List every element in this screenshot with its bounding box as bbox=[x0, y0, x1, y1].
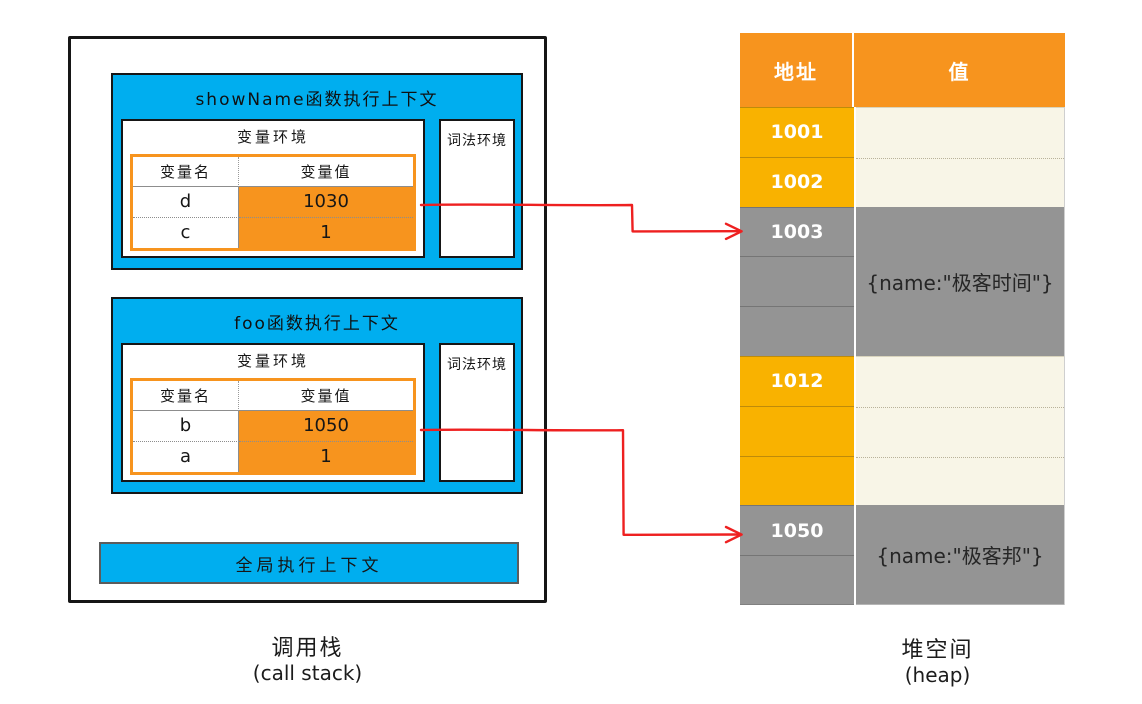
heap-value-empty-block bbox=[856, 107, 1064, 207]
variable-name-cell: a bbox=[133, 441, 239, 472]
heap-column-header-value: 值 bbox=[948, 59, 971, 84]
row-divider bbox=[856, 157, 1064, 159]
column-header-variable-value: 变量值 bbox=[239, 157, 413, 188]
variable-value-cell: 1 bbox=[239, 217, 413, 248]
heap-column-header-address: 地址 bbox=[740, 33, 854, 107]
variable-table: 变量名 变量值 d 1030 c 1 bbox=[130, 154, 416, 251]
context-title: showName函数执行上下文 bbox=[195, 89, 439, 110]
heap-object-value: {name:"极客邦"} bbox=[856, 505, 1064, 605]
heap-address-column: 1001 1002 1003 1012 1050 bbox=[740, 107, 854, 605]
execution-context-foo: foo函数执行上下文 变量环境 变量名 变量值 b 1050 a 1 词法环境 bbox=[111, 297, 523, 494]
variable-table: 变量名 变量值 b 1050 a 1 bbox=[130, 378, 416, 475]
heap-address-cell bbox=[740, 256, 854, 307]
variable-environment-box: 变量环境 变量名 变量值 b 1050 a 1 bbox=[121, 343, 425, 482]
call-stack-label-en: (call stack) bbox=[252, 661, 363, 685]
column-header-variable-name: 变量名 bbox=[133, 157, 239, 188]
heap-address-cell: 1002 bbox=[740, 156, 854, 207]
row-divider bbox=[856, 406, 1064, 408]
variable-environment-box: 变量环境 变量名 变量值 d 1030 c 1 bbox=[121, 119, 425, 258]
heap-address-cell bbox=[740, 306, 854, 356]
variable-environment-title: 变量环境 bbox=[236, 128, 309, 146]
row-divider bbox=[856, 456, 1064, 458]
column-header-variable-name: 变量名 bbox=[133, 381, 239, 412]
variable-value-cell: 1 bbox=[239, 441, 413, 472]
column-header-variable-value: 变量值 bbox=[239, 381, 413, 412]
context-title: foo函数执行上下文 bbox=[234, 313, 400, 334]
variable-value-cell: 1050 bbox=[239, 411, 413, 442]
heap-header-row: 地址 值 bbox=[740, 33, 1065, 107]
variable-environment-title: 变量环境 bbox=[236, 352, 309, 370]
heap-object-value: {name:"极客时间"} bbox=[856, 206, 1064, 356]
call-stack-container: showName函数执行上下文 变量环境 变量名 变量值 d 1030 c 1 … bbox=[68, 36, 547, 603]
variable-name-cell: d bbox=[133, 187, 239, 218]
heap-label-en: (heap) bbox=[904, 663, 971, 687]
heap-address-cell bbox=[740, 455, 854, 506]
heap-address-cell: 1012 bbox=[740, 355, 854, 406]
heap-address-cell: 1003 bbox=[740, 206, 854, 257]
variable-name-cell: c bbox=[133, 217, 239, 248]
heap-address-cell bbox=[740, 555, 854, 605]
variable-value-cell: 1030 bbox=[239, 187, 413, 218]
heap-address-cell: 1001 bbox=[740, 107, 854, 157]
global-execution-context: 全局执行上下文 bbox=[99, 542, 519, 584]
heap-value-empty-block bbox=[856, 355, 1064, 506]
lexical-environment-box: 词法环境 bbox=[439, 119, 515, 258]
heap-address-cell bbox=[740, 405, 854, 456]
execution-context-showname: showName函数执行上下文 变量环境 变量名 变量值 d 1030 c 1 … bbox=[111, 73, 523, 270]
variable-name-cell: b bbox=[133, 411, 239, 442]
heap-label-cn: 堆空间 bbox=[901, 638, 974, 663]
lexical-environment-box: 词法环境 bbox=[439, 343, 515, 482]
heap-address-cell: 1050 bbox=[740, 505, 854, 556]
call-stack-label-cn: 调用栈 bbox=[271, 636, 344, 661]
heap-table: 地址 值 1001 1002 1003 1012 1050 {name:"极客时… bbox=[740, 33, 1065, 605]
heap-value-column: {name:"极客时间"} {name:"极客邦"} bbox=[856, 107, 1065, 605]
